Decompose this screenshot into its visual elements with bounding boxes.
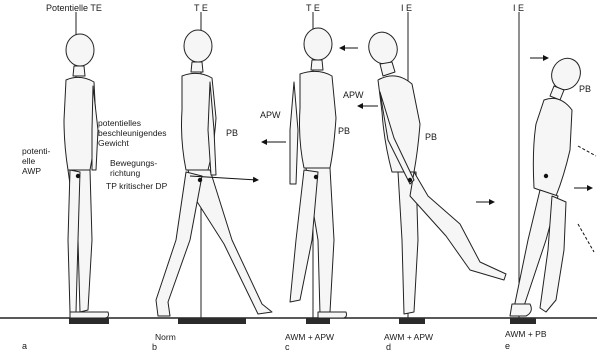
arrow-e-diag — [578, 146, 596, 156]
caption-b: b — [152, 342, 157, 352]
label-a-awp: potenti- elle AWP — [22, 146, 50, 176]
label-e-pb: PB — [579, 84, 591, 94]
label-c-pb: PB — [338, 126, 350, 136]
figure-b-walking — [156, 30, 272, 316]
label-a-direction: Bewegungs- richtung — [110, 158, 157, 178]
force-plate-c — [306, 318, 330, 324]
caption-d: d — [386, 342, 391, 352]
label-a-accel: potentielles beschleunigendes Gewicht — [98, 118, 167, 148]
caption-b-norm: Norm — [155, 332, 176, 342]
label-b-pb: PB — [226, 128, 238, 138]
label-top-b: T E — [194, 3, 208, 13]
caption-e-text: AWM + PB — [505, 329, 546, 339]
label-top-a: Potentielle TE — [46, 3, 102, 13]
cog-dot-b — [198, 178, 202, 182]
label-top-c: T E — [306, 3, 320, 13]
caption-d-text: AWM + APW — [384, 332, 433, 342]
force-plate-d — [399, 318, 425, 324]
label-d-pb: PB — [425, 132, 437, 142]
force-plate-a — [69, 318, 109, 324]
figure-c-lean — [290, 28, 347, 318]
figure-d-kick — [364, 28, 506, 314]
caption-e: e — [505, 341, 510, 351]
cog-dot-c — [314, 175, 318, 179]
label-top-d: I E — [401, 3, 412, 13]
figure-a-standing — [64, 34, 109, 318]
label-top-e: I E — [513, 3, 524, 13]
caption-c-text: AWM + APW — [285, 332, 334, 342]
cog-dot-e — [544, 174, 548, 178]
label-d-apw: APW — [343, 90, 364, 100]
figure-e-forward — [510, 54, 585, 316]
force-plate-e — [510, 318, 536, 324]
arrow-e-lower — [578, 224, 594, 252]
cog-dot-d — [408, 178, 412, 182]
label-c-apw: APW — [260, 110, 281, 120]
cog-dot-a — [76, 174, 80, 178]
label-a-tp: TP kritischer DP — [106, 181, 167, 191]
caption-c: c — [285, 342, 290, 352]
caption-a: a — [22, 341, 27, 351]
force-plate-b — [178, 318, 246, 324]
